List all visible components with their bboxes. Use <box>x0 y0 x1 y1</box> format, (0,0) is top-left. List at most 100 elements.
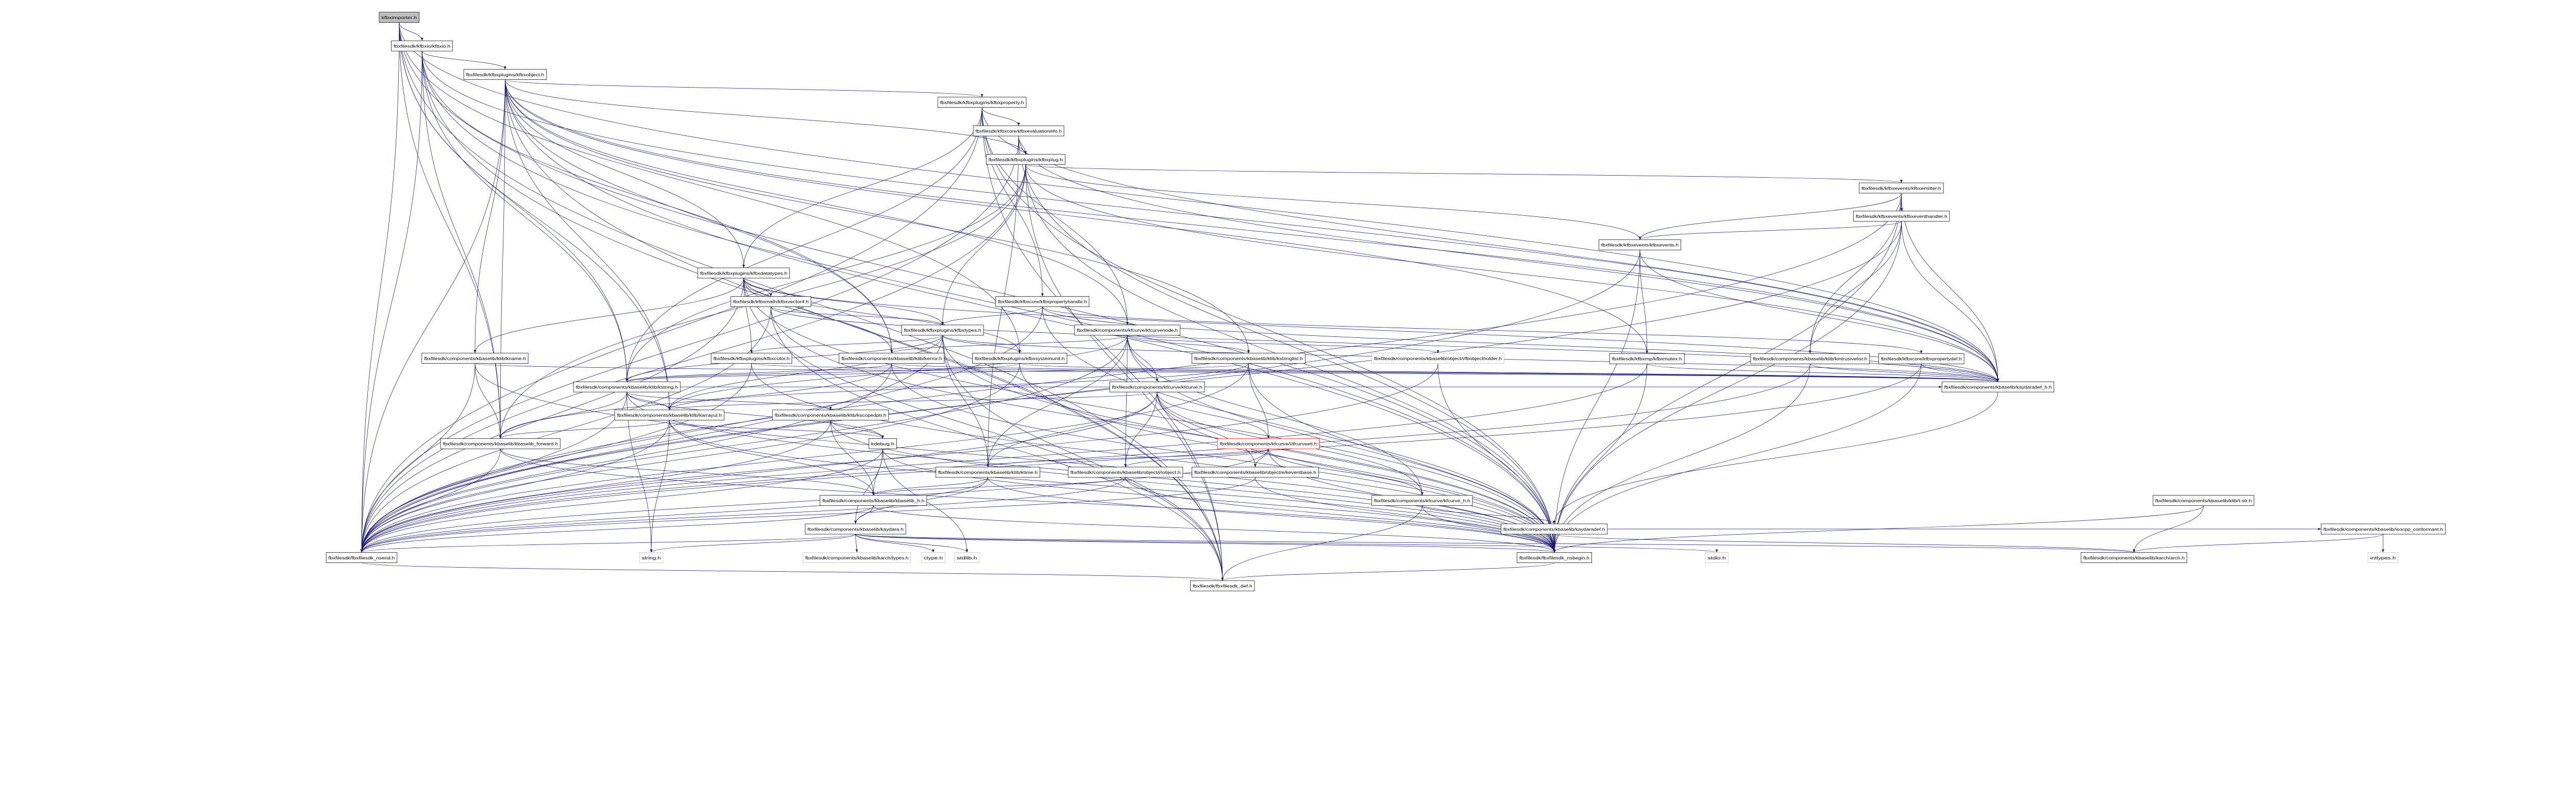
edge-plug-to-nsend <box>360 164 1026 553</box>
graph-node-ctype[interactable]: ctype.h <box>921 552 945 563</box>
node-label: fbxfilesdk/components/kbaselib/klib/karr… <box>617 413 721 418</box>
graph-node-kfcurve_h[interactable]: fbxfilesdk/components/kfcurve/kfcurve_h.… <box>1371 495 1473 506</box>
edge-kdebug-to-kaydara <box>854 449 883 524</box>
edge-kerror-to-nsbegin <box>891 363 1556 553</box>
node-box <box>2153 495 2255 506</box>
edge-object-to-def <box>505 79 1224 581</box>
graph-node-stdlib[interactable]: stdlib.h <box>954 552 980 563</box>
node-box <box>1859 182 1944 194</box>
graph-node-tstr[interactable]: fbxfilesdk/components/kbaselib/klib/t-st… <box>2153 495 2255 506</box>
graph-node-iobject[interactable]: fbxfilesdk/components/kbaselib/object/i/… <box>1067 467 1183 478</box>
graph-node-types[interactable]: fbxfilesdk/kfbxplugins/kfbxtypes.h <box>901 325 984 336</box>
edge-io-to-kerror <box>421 51 893 353</box>
node-label: fbxfilesdk/kfbxcore/kfbxevaluationinfo.h <box>975 129 1061 133</box>
edge-kerror-to-forward <box>499 363 892 439</box>
edge-forward-to-nsend <box>360 449 501 553</box>
node-box <box>772 409 889 421</box>
graph-node-emitter[interactable]: fbxfilesdk/kfbxevents/kfbxemitter.h <box>1859 182 1944 194</box>
graph-node-kstring[interactable]: fbxfilesdk/components/kbaselib/klib/kstr… <box>573 381 681 393</box>
graph-node-property[interactable]: fbxfilesdk/kfbxplugins/kfbxproperty.h <box>937 97 1027 108</box>
node-label: fbxfilesdk/kfbxevents/kfbxevents.h <box>1601 243 1679 248</box>
edge-kfcurve_h-to-kaydaradef <box>1421 505 1555 524</box>
graph-node-mutex[interactable]: fbxfilesdk/kfbxmp/kfbxmutex.h <box>1609 353 1685 364</box>
graph-node-systemunit[interactable]: fbxfilesdk/kfbxplugins/kfbxsystemunit.h <box>972 353 1067 364</box>
edge-kaydara-to-nsbegin <box>855 534 1555 553</box>
graph-node-inttypes[interactable]: inttypes.h <box>2367 552 2398 563</box>
edge-property-to-kaydaradef_h <box>981 107 1999 382</box>
edge-eventhandler-to-intrusivelist <box>1808 221 1902 354</box>
edge-object-to-property <box>505 79 984 97</box>
edge-io-to-forward <box>421 51 502 439</box>
edge-object-to-kaydaradef_h <box>505 79 1999 382</box>
graph-node-kaydaradef[interactable]: fbxfilesdk/components/kbaselib/kaydarade… <box>1501 523 1608 535</box>
node-label: inttypes.h <box>2370 556 2396 560</box>
graph-node-string[interactable]: string.h <box>639 552 664 563</box>
graph-node-kbaselib_h[interactable]: fbxfilesdk/components/kbaselib/kbaselib_… <box>820 495 927 506</box>
graph-node-plug[interactable]: fbxfilesdk/kfbxplugins/kfbxplug.h <box>986 154 1065 165</box>
edge-kfcurve-to-ifcurveeti <box>1157 392 1270 439</box>
graph-node-propdef[interactable]: fbxfilesdk/kfbxcore/kfbxpropertydef.h <box>1878 353 1964 364</box>
edge-datatypes-to-types <box>743 278 944 325</box>
graph-node-stringlist[interactable]: fbxfilesdk/components/kbaselib/klib/kstr… <box>1192 353 1306 364</box>
graph-node-events[interactable]: fbxfilesdk/kfbxevents/kfbxevents.h <box>1599 239 1681 250</box>
graph-node-intrusivelist[interactable]: fbxfilesdk/components/kbaselib/klib/kint… <box>1750 353 1870 364</box>
node-label: fbxfilesdk/kfbxio/kfbxio.h <box>394 44 450 48</box>
graph-node-karrayul[interactable]: fbxfilesdk/components/kbaselib/klib/karr… <box>614 409 724 421</box>
graph-node-importer[interactable]: kfbximporter.h <box>379 12 419 23</box>
graph-node-kscopedptr[interactable]: fbxfilesdk/components/kbaselib/klib/ksco… <box>772 409 889 421</box>
edge-datatypes-to-kname <box>473 278 744 353</box>
node-label: kfbximporter.h <box>381 15 417 20</box>
graph-node-ktime[interactable]: fbxfilesdk/components/kbaselib/klib/ktim… <box>936 467 1040 478</box>
edge-color-to-nsbegin <box>751 363 1556 553</box>
graph-node-keventbase[interactable]: fbxfilesdk/components/kbaselib/object/e/… <box>1192 467 1319 478</box>
node-label: fbxfilesdk/components/kbaselib/kaydarade… <box>1944 385 2052 389</box>
graph-node-io[interactable]: fbxfilesdk/kfbxio/kfbxio.h <box>391 40 453 52</box>
graph-node-nsbegin[interactable]: fbxfilesdk/fbxfilesdk_nsbegin.h <box>1517 552 1592 563</box>
graph-node-def[interactable]: fbxfilesdk/fbxfilesdk_def.h <box>1190 580 1255 591</box>
graph-node-kaydara[interactable]: fbxfilesdk/components/kbaselib/kaydara.h <box>805 523 906 535</box>
edge-kscopedptr-to-nsend <box>360 420 831 553</box>
graph-node-evalinfo[interactable]: fbxfilesdk/kfbxcore/kfbxevaluationinfo.h <box>973 125 1064 136</box>
edge-karrayul-to-nsbegin <box>669 420 1556 553</box>
edge-prophandle-to-nsbegin <box>1042 306 1556 553</box>
graph-node-kerror[interactable]: fbxfilesdk/components/kbaselib/klib/kerr… <box>839 353 945 364</box>
graph-node-vector4[interactable]: fbxfilesdk/kfbxmath/kfbxvector4.h <box>731 296 811 307</box>
node-label: fbxfilesdk/components/kfcurve/i/ifcurvee… <box>1220 442 1317 447</box>
graph-node-kname[interactable]: fbxfilesdk/components/kbaselib/klib/knam… <box>421 353 529 364</box>
node-box <box>901 325 984 336</box>
edge-property-to-datatypes <box>742 107 982 268</box>
edge-ifcurveeti-to-ktime <box>987 448 1269 468</box>
graph-node-forward[interactable]: fbxfilesdk/components/kbaselib/kbaselib_… <box>440 438 561 449</box>
edge-forward-to-kbaselib_h <box>500 449 875 496</box>
graph-node-object[interactable]: fbxfilesdk/kfbxplugins/kfbxobject.h <box>463 69 547 80</box>
graph-node-kaydaradef_h[interactable]: fbxfilesdk/components/kbaselib/kaydarade… <box>1941 381 2055 393</box>
graph-node-prophandle[interactable]: fbxfilesdk/kfbxcore/kfbxpropertyhandle.h <box>995 296 1090 307</box>
graph-node-eventhandler[interactable]: fbxfilesdk/kfbxevents/kfbxeventhandler.h <box>1853 211 1950 222</box>
node-box <box>1190 580 1255 591</box>
edge-kaydara-to-stdlib <box>855 534 969 553</box>
graph-node-curvenode[interactable]: fbxfilesdk/components/kfcurve/kfcurvenod… <box>1074 325 1181 336</box>
edge-mutex-to-nsend <box>360 364 1648 553</box>
edge-kbaselib_h-to-kaydara <box>854 505 874 524</box>
graph-node-types_h[interactable]: fbxfilesdk/components/kbaselib/karch/typ… <box>803 552 911 563</box>
graph-node-isocpp[interactable]: fbxfilesdk/components/kbaselib/isocpp_co… <box>2320 523 2446 535</box>
graph-node-stdio[interactable]: stdio.h <box>1705 552 1728 563</box>
edge-kscopedptr-to-nsbegin <box>830 420 1556 553</box>
node-label: fbxfilesdk/components/kfcurve/kfcurve_h.… <box>1374 499 1470 503</box>
graph-node-objectholder[interactable]: fbxfilesdk/components/kbaselib/object/i/… <box>1371 353 1504 364</box>
edge-importer-to-nsbegin <box>399 22 1556 553</box>
node-box <box>614 409 724 421</box>
edge-kbaselib_h-to-nsend <box>360 505 874 553</box>
graph-node-kdebug[interactable]: kdebug.h <box>869 438 897 449</box>
edge-kstring-to-kscopedptr <box>626 391 832 411</box>
graph-node-arch[interactable]: fbxfilesdk/components/kbaselib/karch/arc… <box>2080 552 2188 563</box>
edge-curvenode-to-nsbegin <box>1127 335 1556 553</box>
graph-node-kfcurve[interactable]: fbxfilesdk/components/kfcurve/kfcurve.h <box>1109 381 1205 393</box>
graph-node-ifcurveeti[interactable]: fbxfilesdk/components/kfcurve/i/ifcurvee… <box>1217 438 1320 449</box>
graph-node-nsend[interactable]: fbxfilesdk/fbxfilesdk_nsend.h <box>326 552 398 563</box>
graph-node-datatypes[interactable]: fbxfilesdk/kfbxplugins/kfbxdatatypes.h <box>697 267 790 279</box>
edge-kaydara-to-ctype <box>855 534 935 553</box>
graph-node-color[interactable]: fbxfilesdk/kfbxplugins/kfbxcolor.h <box>710 353 792 364</box>
node-box <box>1074 325 1181 336</box>
edge-importer-to-io <box>399 22 423 41</box>
